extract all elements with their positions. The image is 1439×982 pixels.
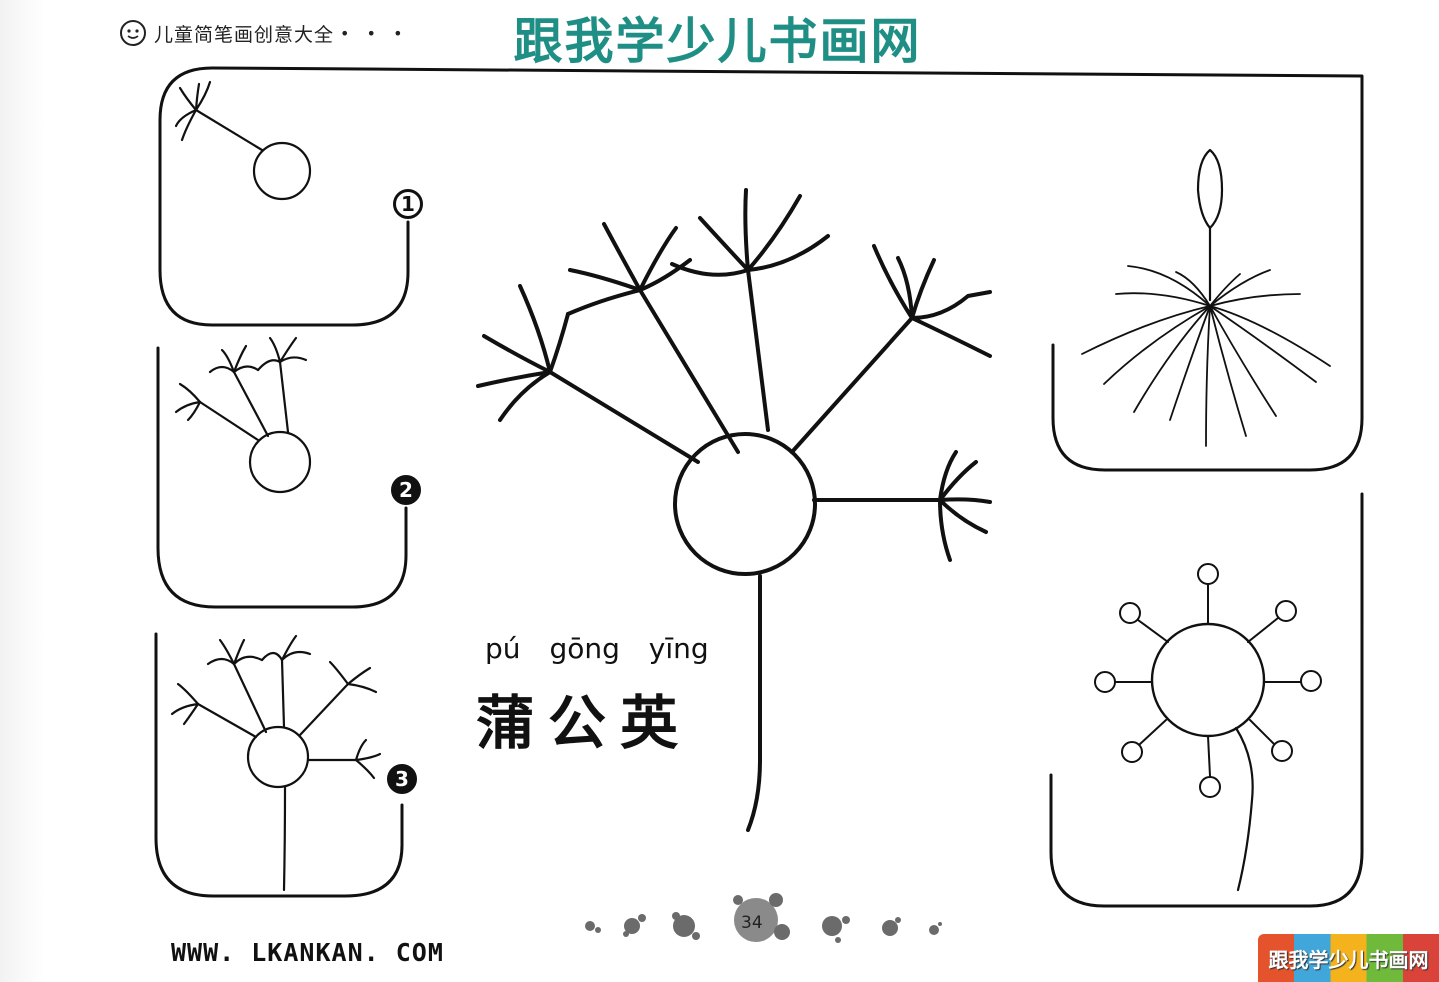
step-3-frame [154,632,404,898]
series-title: 儿童简笔画创意大全 • • • [118,16,409,50]
step-2-panel [156,336,408,609]
step-2-head [248,430,312,494]
step-1-frame [158,220,410,327]
pinyin-syllable-2: gōng [549,632,620,665]
main-dandelion-head [673,432,817,576]
series-title-dots: • • • [340,23,409,43]
main-dandelion-stem [746,574,763,832]
main-dandelion [476,188,992,832]
step-3-branches [170,634,382,780]
step-3-number: 3 [387,764,417,794]
step-3-panel [154,632,404,898]
variant-ball-head [1150,622,1266,738]
pinyin-syllable-3: yīng [648,632,709,665]
step-2-branches [174,336,308,442]
subject-hanzi: 蒲公英 [476,689,693,757]
smiley-icon [120,20,146,46]
step-2-number: 2 [391,475,421,505]
variant-ball-panel [1049,492,1364,908]
footer-bubbles [585,893,942,943]
variant-bud-frame [1051,118,1364,472]
subject-pinyin: pú gōng yīng [485,632,729,665]
step-3-head [246,725,310,789]
variant-ball-spokes [1094,563,1322,798]
page-number: 34 [741,913,763,933]
step-1-head [252,141,312,201]
site-title: 跟我学少儿书画网 [513,13,922,70]
variant-bud [1196,148,1224,230]
variant-ball-frame [1049,492,1364,908]
step-1-panel [158,80,410,327]
site-badge-text: 跟我学少儿书画网 [1268,947,1429,972]
step-1-number: 1 [393,189,423,219]
pinyin-syllable-1: pú [485,632,521,665]
website-url[interactable]: WWW. LKANKAN. COM [171,938,444,967]
variant-bud-panel [1051,118,1364,472]
step-1-branch [174,80,264,152]
scan-edge-shadow [0,0,44,982]
variant-bud-rays [1081,265,1331,447]
step-2-frame [156,346,408,609]
series-title-text: 儿童简笔画创意大全 [154,23,335,46]
site-badge[interactable]: 跟我学少儿书画网 [1258,934,1439,982]
main-frame [158,66,1364,272]
